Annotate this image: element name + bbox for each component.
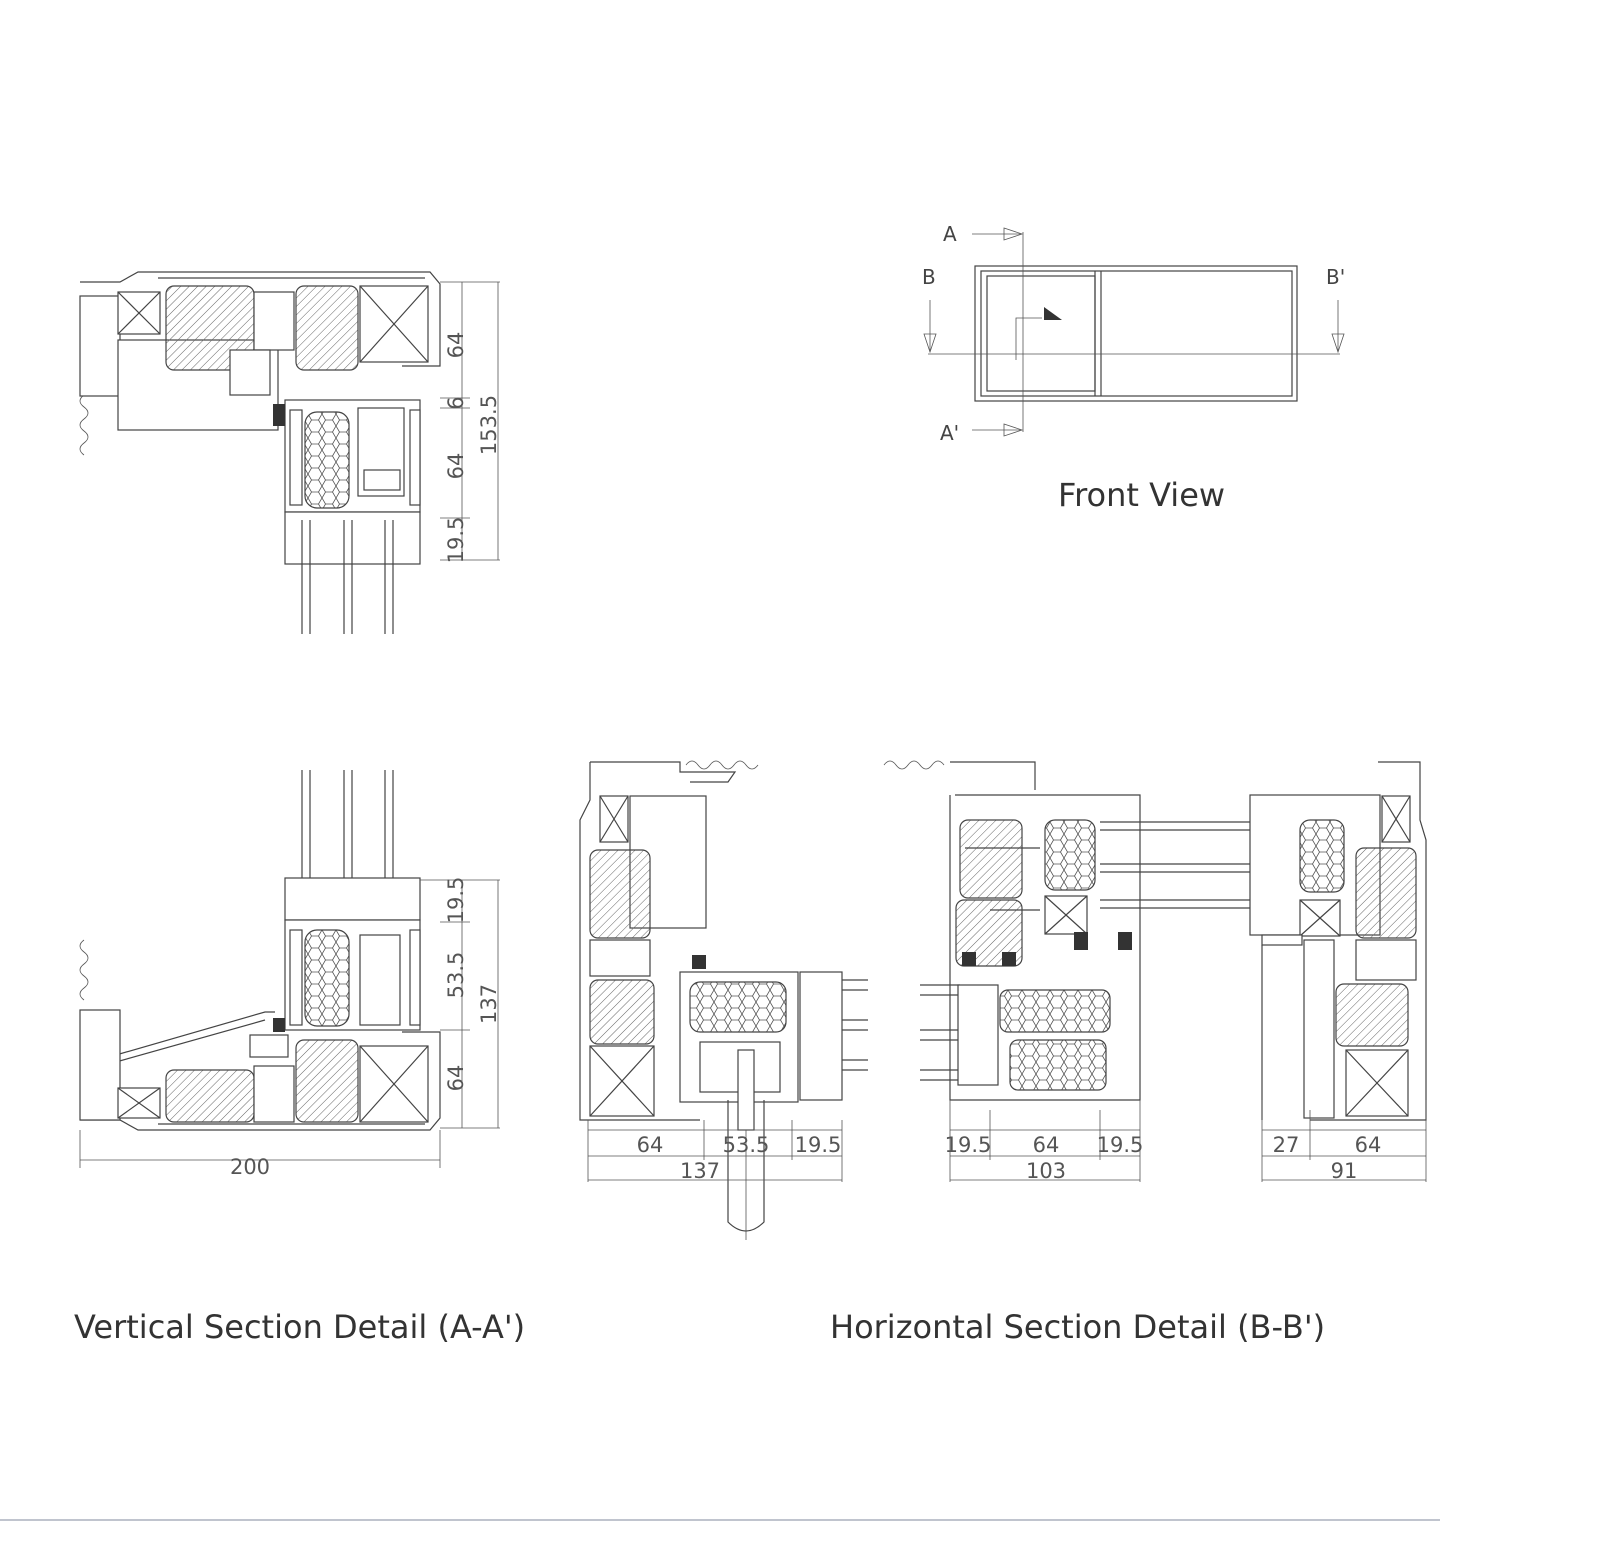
dim-v-top-4: 19.5 xyxy=(444,517,468,564)
front-view: A A' B B' xyxy=(922,222,1345,445)
dim-v-top-total: 153.5 xyxy=(477,395,501,455)
label-b: B xyxy=(922,265,936,289)
dim-v-top-2: 6 xyxy=(444,396,468,409)
horizontal-section-right xyxy=(1249,761,1427,1182)
caption-vertical-section: Vertical Section Detail (A-A') xyxy=(74,1308,525,1346)
label-b-prime: B' xyxy=(1326,265,1345,289)
caption-front-view: Front View xyxy=(1058,476,1225,514)
label-a: A xyxy=(943,222,957,246)
dim-v-top-1: 64 xyxy=(444,332,468,359)
dim-v-bot-2: 53.5 xyxy=(444,952,468,999)
dim-h-mid-3: 19.5 xyxy=(1097,1133,1144,1157)
vertical-section-bottom xyxy=(79,770,500,1168)
dim-h-left-1: 64 xyxy=(637,1133,664,1157)
dim-v-bot-1: 19.5 xyxy=(444,877,468,924)
dim-h-mid-1: 19.5 xyxy=(945,1133,992,1157)
dim-v-bot-total: 137 xyxy=(477,984,501,1024)
dim-h-right-total: 91 xyxy=(1331,1159,1358,1183)
horizontal-section-middle xyxy=(883,760,1270,1182)
caption-horizontal-section: Horizontal Section Detail (B-B') xyxy=(830,1308,1325,1346)
dim-v-width: 200 xyxy=(230,1155,270,1179)
dim-h-left-3: 19.5 xyxy=(795,1133,842,1157)
dim-h-right-2: 64 xyxy=(1355,1133,1382,1157)
label-a-prime: A' xyxy=(940,421,959,445)
dim-h-left-total: 137 xyxy=(680,1159,720,1183)
dim-h-mid-2: 64 xyxy=(1033,1133,1060,1157)
dim-h-mid-total: 103 xyxy=(1026,1159,1066,1183)
horizontal-section-left xyxy=(579,760,868,1240)
dim-v-top-3: 64 xyxy=(444,453,468,480)
dim-h-left-2: 53.5 xyxy=(723,1133,770,1157)
vertical-section-top xyxy=(79,271,500,634)
dim-v-bot-3: 64 xyxy=(444,1065,468,1092)
dim-h-right-1: 27 xyxy=(1273,1133,1300,1157)
